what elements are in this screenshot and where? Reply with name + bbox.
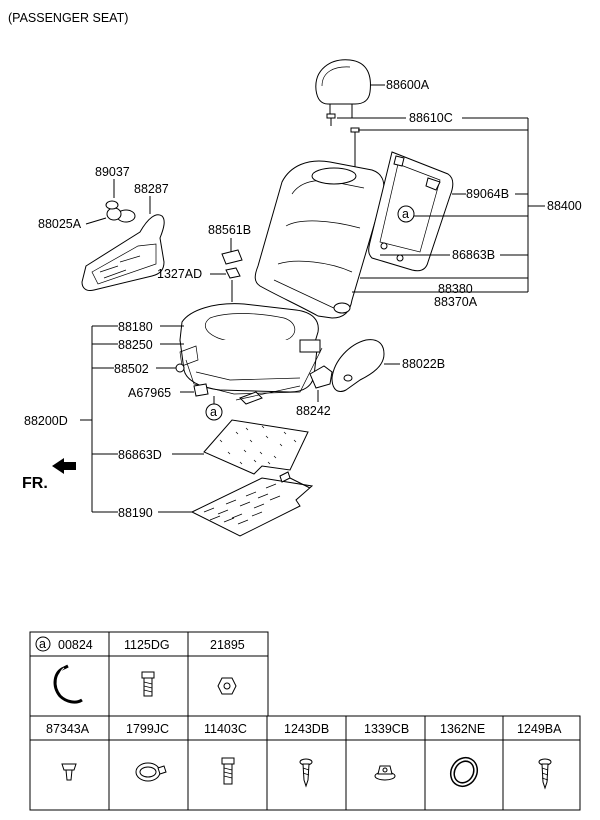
table-code-11403C: 11403C	[204, 722, 247, 736]
callout-88025A: 88025A	[38, 217, 82, 231]
back-pad-clip-part	[380, 242, 404, 262]
table-code-21895: 21895	[210, 638, 245, 652]
callout-86863D: 86863D	[118, 448, 162, 462]
table-code-87343A: 87343A	[46, 722, 90, 736]
recliner-cover-part	[331, 339, 385, 392]
screw-icon	[538, 758, 552, 790]
seat-frame-part	[179, 339, 323, 405]
nut-icon	[217, 677, 237, 695]
push-clip-icon	[61, 763, 77, 781]
marker-a-upper-label: a	[402, 207, 409, 221]
table-marker-a-label: a	[39, 637, 46, 651]
front-arrow-icon	[52, 458, 76, 474]
cushion-side-cover-part	[81, 214, 165, 291]
callout-88502: 88502	[114, 362, 149, 376]
table-code-1362NE: 1362NE	[440, 722, 485, 736]
table-code-00824: 00824	[58, 638, 93, 652]
wire-clip-icon	[53, 664, 83, 704]
knob-part	[106, 207, 136, 223]
clip-88502-part	[175, 363, 185, 373]
marker-a-upper	[397, 205, 415, 223]
callout-88180: 88180	[118, 320, 153, 334]
callout-88370A: 88370A	[434, 295, 478, 309]
bolt-washer-icon	[221, 757, 235, 785]
callout-89037: 89037	[95, 165, 130, 179]
callout-88190: 88190	[118, 506, 153, 520]
table-code-1125DG: 1125DG	[124, 638, 170, 652]
table-marker-a	[35, 636, 51, 652]
callout-1327AD: 1327AD	[157, 267, 202, 281]
callout-88022B: 88022B	[402, 357, 445, 371]
callout-88287: 88287	[134, 182, 169, 196]
bracket-A67965-part	[193, 383, 209, 397]
callout-88561B: 88561B	[208, 223, 251, 237]
hose-clamp-icon	[135, 762, 167, 782]
cover-88242-part	[309, 365, 333, 389]
table-code-1339CB: 1339CB	[364, 722, 409, 736]
callout-88400: 88400	[547, 199, 582, 213]
callout-88242: 88242	[296, 404, 331, 418]
callout-A67965: A67965	[128, 386, 171, 400]
table-code-1249BA: 1249BA	[517, 722, 562, 736]
tapping-screw-icon	[299, 758, 313, 788]
headrest-part	[315, 59, 371, 118]
recliner-cover-small-part	[333, 302, 351, 314]
callout-88200D: 88200D	[24, 414, 68, 428]
callout-88380: 88380	[438, 282, 473, 296]
seat-pad-86863D-part	[203, 419, 309, 475]
callout-86863B: 86863B	[452, 248, 495, 262]
front-label: FR.	[22, 475, 48, 492]
callout-89064B: 89064B	[466, 187, 509, 201]
table-code-1243DB: 1243DB	[284, 722, 329, 736]
ring-89037-part	[105, 200, 119, 210]
nut-1327AD-part	[225, 267, 241, 279]
flange-nut-icon	[374, 765, 396, 781]
callout-88610C: 88610C	[409, 111, 453, 125]
hardware-table	[29, 631, 581, 811]
seat-mat-88190-part	[190, 471, 314, 537]
seat-back-part	[254, 160, 385, 319]
bracket-88561B-part	[221, 249, 243, 265]
marker-a-lower-label: a	[210, 405, 217, 419]
callout-88600A: 88600A	[386, 78, 430, 92]
seat-cushion-part	[179, 303, 319, 393]
table-code-1799JC: 1799JC	[126, 722, 169, 736]
ring-washer-icon	[449, 756, 479, 788]
callout-88250: 88250	[118, 338, 153, 352]
bolt-icon	[141, 671, 155, 697]
diagram-title: (PASSENGER SEAT)	[8, 11, 128, 25]
